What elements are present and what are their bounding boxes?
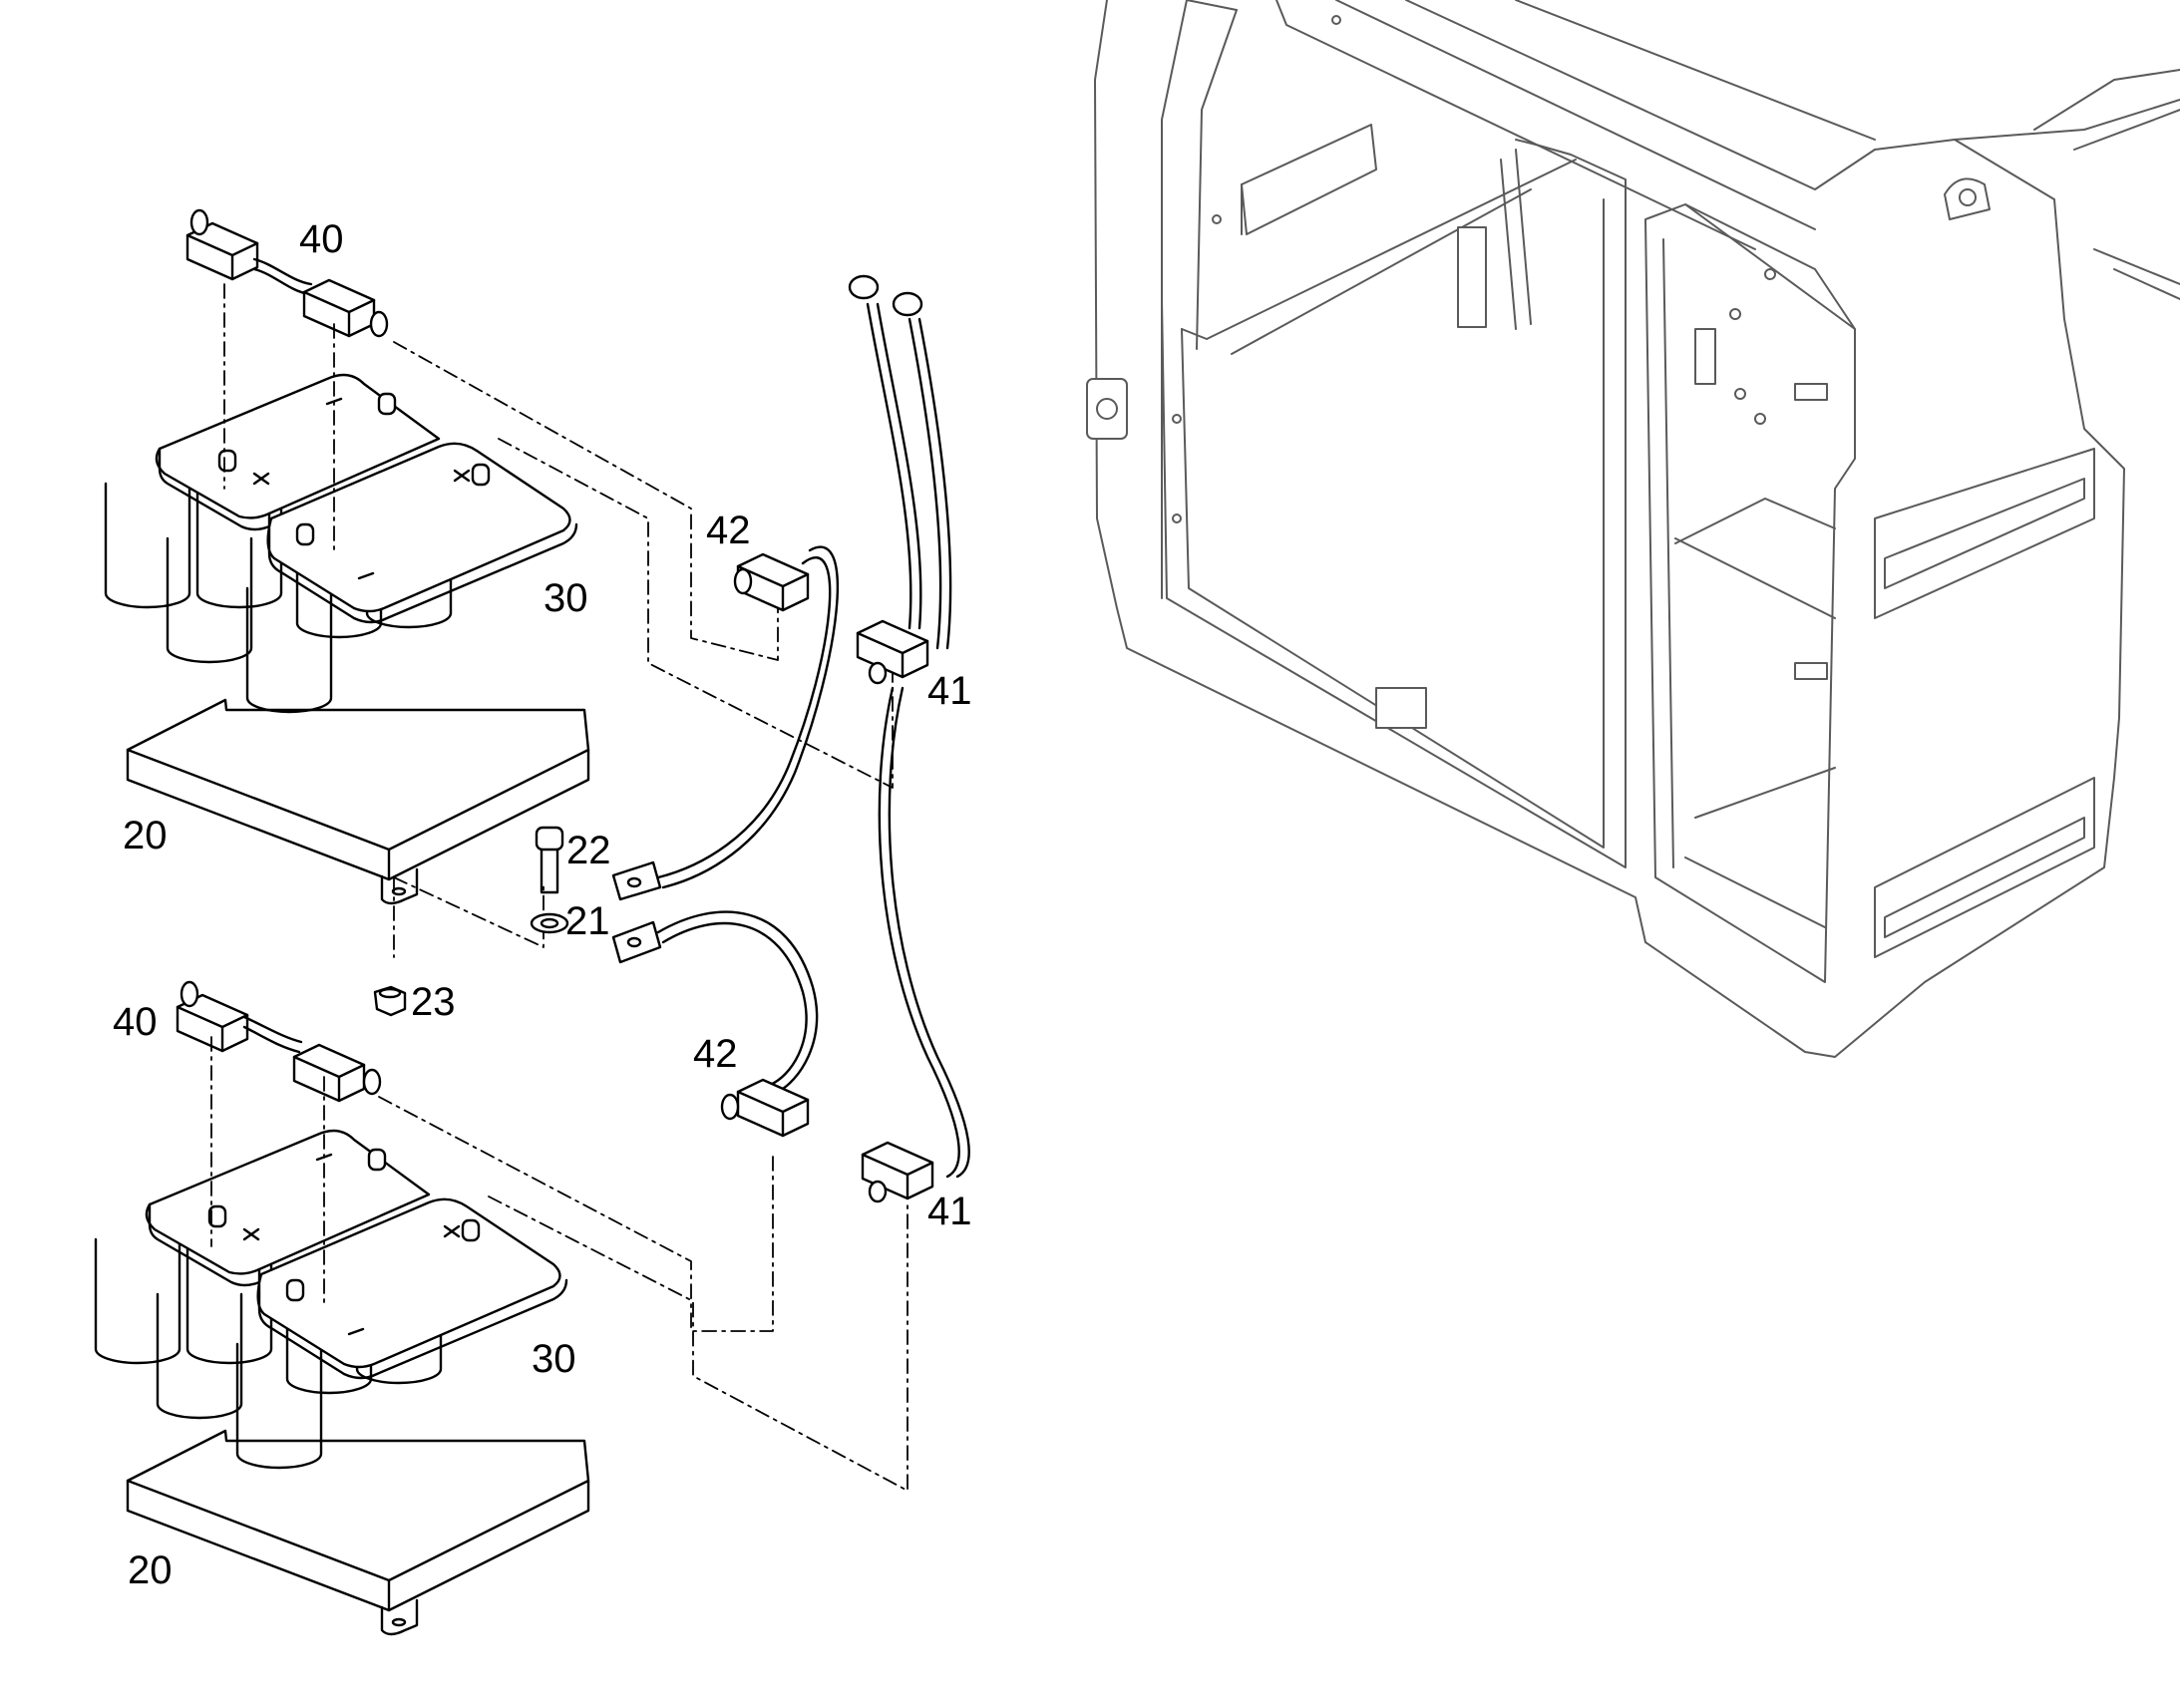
callout-40-upper: 40 — [299, 217, 344, 261]
callout-41-upper: 41 — [927, 669, 972, 713]
washer-21 — [530, 912, 569, 934]
callout-20-lower: 20 — [128, 1548, 173, 1592]
cable-42-upper — [611, 545, 839, 901]
cable-42-lower — [611, 910, 819, 1138]
lower-leader-lines — [210, 1036, 908, 1492]
upper-leader-lines — [223, 283, 894, 958]
callout-labels: 40 30 20 42 41 22 21 23 40 42 41 30 20 — [113, 217, 972, 1592]
cable-41-upper — [848, 274, 970, 1179]
callout-30-lower: 30 — [532, 1337, 576, 1381]
upper-battery-assembly — [106, 208, 894, 958]
upper-tray-20 — [126, 698, 590, 905]
bolt-22 — [535, 826, 564, 894]
cable-41-lower — [861, 1141, 934, 1203]
callout-23: 23 — [411, 980, 456, 1024]
callout-22: 22 — [566, 829, 611, 872]
lower-connector-cable-40 — [176, 980, 382, 1103]
machine-frame — [1086, 0, 2180, 1058]
callout-20-upper: 20 — [123, 814, 168, 857]
lower-tray-20 — [126, 1429, 590, 1636]
callout-30-upper: 30 — [544, 576, 588, 620]
upper-connector-cable-40 — [185, 208, 389, 338]
nut-23 — [373, 985, 407, 1017]
upper-battery-30 — [106, 375, 576, 712]
callout-42-upper: 42 — [706, 509, 751, 552]
callout-40-lower: 40 — [113, 1000, 158, 1044]
lower-battery-assembly — [96, 980, 908, 1636]
callout-42-lower: 42 — [693, 1032, 738, 1076]
callout-41-lower: 41 — [927, 1190, 972, 1233]
callout-21: 21 — [565, 899, 610, 943]
lower-battery-30 — [96, 1131, 566, 1468]
